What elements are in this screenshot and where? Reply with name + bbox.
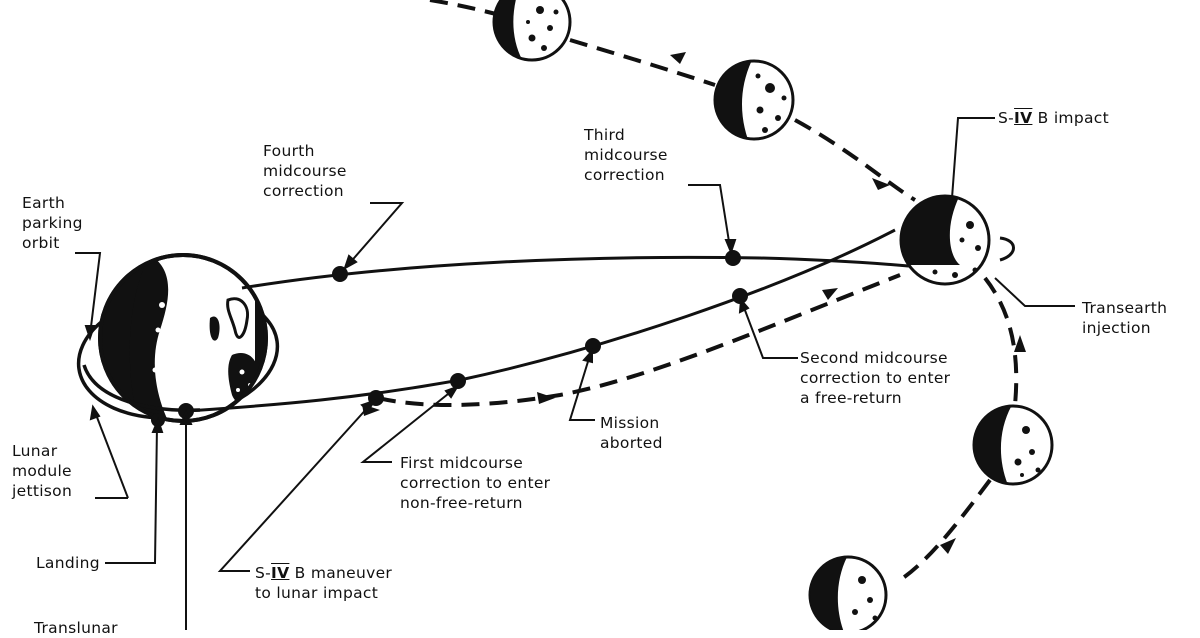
moon-3 xyxy=(972,404,1054,486)
label-first-midcourse: First midcourse correction to enter non-… xyxy=(400,453,550,513)
moon-4 xyxy=(808,555,888,630)
label-line: to lunar impact xyxy=(255,584,379,602)
label-lunar-module-jettison: Lunar module jettison xyxy=(12,441,72,501)
label-line: orbit xyxy=(22,234,60,252)
label-line: Transearth xyxy=(1082,299,1168,317)
label-line: correction to enter xyxy=(400,474,551,492)
label-transearth-injection: Transearth injection xyxy=(1082,298,1167,338)
label-line: Mission xyxy=(600,414,660,432)
label-prefix: S- xyxy=(998,109,1015,127)
label-line: correction to enter xyxy=(800,369,951,387)
arrow-icon xyxy=(670,52,686,64)
marker-fourth-midcourse xyxy=(332,266,348,282)
arrow-icon xyxy=(940,538,956,554)
label-line: parking xyxy=(22,214,83,232)
label-line: correction xyxy=(263,182,344,200)
earth-globe xyxy=(98,253,268,423)
label-line: First midcourse xyxy=(400,454,524,472)
label-line: aborted xyxy=(600,434,663,452)
roman-numeral: IV xyxy=(1014,109,1033,127)
leader-lines xyxy=(75,117,1075,630)
label-line: Landing xyxy=(36,554,100,572)
label-sivb-impact: S-IV B impact xyxy=(998,108,1109,128)
label-line: midcourse xyxy=(584,146,668,164)
label-line: midcourse xyxy=(263,162,347,180)
label-line: injection xyxy=(1082,319,1151,337)
outbound-solid-trajectory xyxy=(185,228,896,413)
moon-1 xyxy=(492,0,572,62)
label-line: Fourth xyxy=(263,142,315,160)
label-third-midcourse: Third midcourse correction xyxy=(584,125,668,185)
marker-second-midcourse xyxy=(732,288,748,304)
label-suffix: B impact xyxy=(1037,109,1109,127)
marker-first-midcourse xyxy=(450,373,466,389)
label-line: Second midcourse xyxy=(800,349,948,367)
label-landing: Landing xyxy=(36,553,100,573)
label-line: a free-return xyxy=(800,389,902,407)
label-prefix: S- xyxy=(255,564,272,582)
arrow-icon xyxy=(872,178,890,190)
label-line: Third xyxy=(584,126,626,144)
label-line: non-free-return xyxy=(400,494,523,512)
label-second-midcourse: Second midcourse correction to enter a f… xyxy=(800,348,950,408)
free-return-dashed-trajectory xyxy=(377,273,901,408)
label-line: Lunar xyxy=(12,442,58,460)
label-line: correction xyxy=(584,166,665,184)
moon-impact-position xyxy=(899,194,1015,286)
label-sivb-maneuver: S-IV B maneuver to lunar impact xyxy=(255,563,392,603)
label-line: Translunar xyxy=(34,619,118,637)
label-translunar: Translunar xyxy=(34,618,118,638)
arrow-icon xyxy=(822,288,838,300)
moon-orbit-dashed-path xyxy=(429,0,1019,582)
label-suffix: B maneuver xyxy=(294,564,393,582)
moon-2 xyxy=(713,59,795,141)
arrow-icon xyxy=(537,392,555,404)
marker-third-midcourse xyxy=(725,250,741,266)
label-line: jettison xyxy=(12,482,73,500)
label-mission-aborted: Mission aborted xyxy=(600,413,663,453)
roman-numeral: IV xyxy=(271,564,290,582)
arrow-icon xyxy=(1014,335,1026,352)
label-line: module xyxy=(12,462,72,480)
label-earth-parking-orbit: Earth parking orbit xyxy=(22,193,83,253)
marker-mission-aborted xyxy=(585,338,601,354)
label-line: Earth xyxy=(22,194,66,212)
upper-solid-trajectory xyxy=(241,255,931,290)
label-fourth-midcourse: Fourth midcourse correction xyxy=(263,141,347,201)
